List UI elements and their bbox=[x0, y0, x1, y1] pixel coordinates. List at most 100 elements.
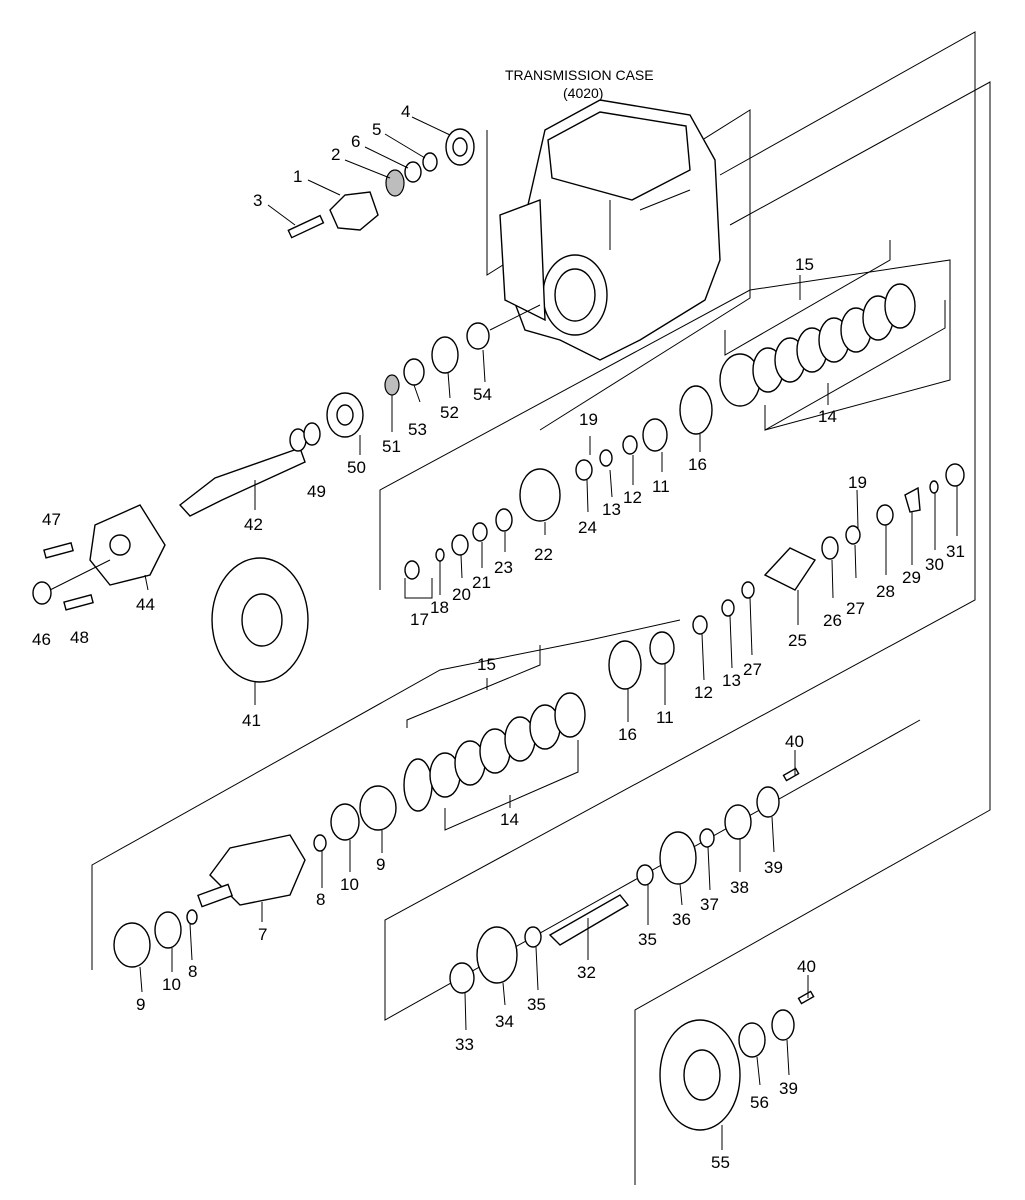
callout-3: 3 bbox=[253, 191, 262, 210]
callout-9a: 9 bbox=[376, 855, 385, 874]
washer-10a bbox=[154, 911, 182, 949]
callout-16a: 16 bbox=[688, 455, 707, 474]
callout-46: 46 bbox=[32, 630, 51, 649]
washer-20 bbox=[451, 534, 469, 556]
callout-48: 48 bbox=[70, 628, 89, 647]
countershaft-32-group bbox=[449, 767, 800, 994]
snap-ring-16l bbox=[608, 640, 642, 690]
callout-42: 42 bbox=[244, 515, 263, 534]
ring-51 bbox=[384, 374, 400, 396]
washer-27a bbox=[845, 525, 861, 545]
callout-23: 23 bbox=[494, 558, 513, 577]
bearing-56 bbox=[738, 1022, 766, 1058]
gear-22 bbox=[519, 468, 561, 522]
callout-14a: 14 bbox=[818, 407, 837, 426]
cover-1 bbox=[329, 191, 379, 231]
ring-13l bbox=[721, 599, 735, 617]
washer-28 bbox=[876, 504, 894, 526]
callout-16b: 16 bbox=[618, 725, 637, 744]
bearing-9a bbox=[113, 922, 151, 968]
bearing-50-inner bbox=[336, 404, 354, 426]
ring-gear-41-hub bbox=[241, 593, 283, 647]
callout-20: 20 bbox=[452, 585, 471, 604]
bolt-47 bbox=[43, 542, 74, 559]
callout-41: 41 bbox=[242, 711, 261, 730]
callout-51: 51 bbox=[382, 437, 401, 456]
gear-55-group bbox=[659, 990, 815, 1131]
callout-9b: 9 bbox=[136, 995, 145, 1014]
frame-case-top bbox=[486, 109, 751, 431]
callout-12b: 12 bbox=[694, 683, 713, 702]
drum-lower bbox=[403, 758, 433, 812]
gear-36 bbox=[659, 831, 697, 885]
shaft-32 bbox=[548, 894, 630, 946]
carrier-7-shaft bbox=[197, 883, 234, 908]
callout-15a: 15 bbox=[795, 255, 814, 274]
plate-39a bbox=[756, 786, 780, 818]
nut-54 bbox=[466, 322, 490, 350]
ring-8a bbox=[186, 909, 198, 925]
callout-31: 31 bbox=[946, 542, 965, 561]
callout-4: 4 bbox=[401, 102, 410, 121]
callout-14b: 14 bbox=[500, 810, 519, 829]
frame-shaft-assy bbox=[379, 259, 951, 590]
carrier-7 bbox=[209, 834, 306, 906]
callout-27b: 27 bbox=[743, 660, 762, 679]
case-title-line2: (4020) bbox=[563, 85, 603, 101]
callout-35a: 35 bbox=[527, 995, 546, 1014]
washer-24 bbox=[575, 459, 593, 481]
ring-53 bbox=[403, 358, 425, 386]
callout-labels: 1 2 3 4 5 6 7 8 8 9 9 10 10 11 11 12 12 … bbox=[32, 102, 965, 1172]
frame-long-right-2 bbox=[634, 81, 991, 1185]
callout-18: 18 bbox=[430, 598, 449, 617]
callout-35b: 35 bbox=[638, 930, 657, 949]
washer-21 bbox=[472, 522, 488, 542]
callout-13b: 13 bbox=[722, 671, 741, 690]
snap-29 bbox=[904, 486, 921, 513]
pinion-shaft-42 bbox=[178, 447, 306, 517]
seal-46 bbox=[32, 581, 52, 605]
callout-49: 49 bbox=[307, 482, 326, 501]
spring-11l bbox=[649, 631, 675, 665]
callout-8b: 8 bbox=[188, 962, 197, 981]
callout-2: 2 bbox=[331, 145, 340, 164]
case-bore-inner bbox=[554, 268, 596, 322]
bearing-33 bbox=[449, 962, 475, 994]
callout-47: 47 bbox=[42, 510, 61, 529]
ring-8b bbox=[313, 834, 327, 852]
callout-17: 17 bbox=[410, 610, 429, 629]
plate-39b bbox=[771, 1009, 795, 1041]
bolt-3 bbox=[287, 214, 325, 239]
plate-u7 bbox=[884, 283, 916, 329]
callout-7: 7 bbox=[258, 925, 267, 944]
bearing-31 bbox=[945, 463, 965, 487]
callout-36: 36 bbox=[672, 910, 691, 929]
bearing-4-inner bbox=[452, 137, 468, 157]
callout-29: 29 bbox=[902, 568, 921, 587]
bearing-26 bbox=[821, 536, 839, 560]
callout-8a: 8 bbox=[316, 890, 325, 909]
callout-39b: 39 bbox=[779, 1079, 798, 1098]
callout-40a: 40 bbox=[785, 732, 804, 751]
washer-10b bbox=[330, 803, 360, 841]
bearing-35b bbox=[636, 864, 654, 886]
pinion-shaft-group bbox=[178, 304, 541, 517]
callout-40b: 40 bbox=[797, 957, 816, 976]
ring-18 bbox=[435, 548, 445, 562]
bolt-40b bbox=[797, 990, 815, 1005]
callout-50: 50 bbox=[347, 458, 366, 477]
callout-56: 56 bbox=[750, 1093, 769, 1112]
washer-27b bbox=[741, 581, 755, 599]
callout-26: 26 bbox=[823, 611, 842, 630]
callout-32: 32 bbox=[577, 963, 596, 982]
case-top-plate bbox=[547, 111, 691, 201]
callout-10b: 10 bbox=[162, 975, 181, 994]
callout-leaders bbox=[139, 116, 958, 1150]
ring-37 bbox=[699, 828, 715, 848]
callout-10a: 10 bbox=[340, 875, 359, 894]
callout-28: 28 bbox=[876, 582, 895, 601]
gear-55-hub bbox=[683, 1049, 721, 1101]
spring-11u bbox=[642, 418, 668, 452]
cover-assembly-parts bbox=[287, 128, 475, 239]
